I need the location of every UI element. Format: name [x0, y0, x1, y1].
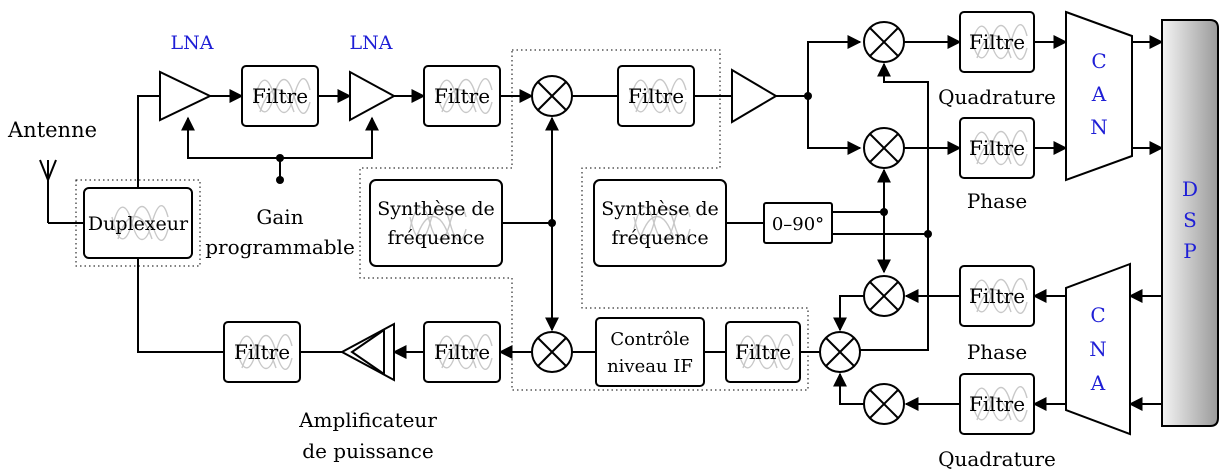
synth-label-line1: Synthèse de: [377, 198, 495, 220]
rx-wire: [137, 95, 160, 188]
if-label-line1: Contrôle: [610, 329, 689, 350]
synth-label-line2: fréquence: [387, 227, 484, 249]
frequency-synthesizer-2: Synthèse de fréquence: [593, 179, 727, 267]
mixer-icon: [531, 331, 573, 373]
lna-amplifier-2: [349, 70, 397, 122]
dac-letter: A: [1090, 371, 1106, 395]
filter-label: Filtre: [434, 340, 490, 364]
phase-label: Phase: [967, 340, 1027, 364]
dsp-block: D S P: [1161, 19, 1219, 427]
filter-label: Filtre: [969, 136, 1025, 160]
lna-label-2: LNA: [350, 32, 393, 54]
filter-block: Filtre: [241, 65, 319, 127]
if-label-line2: niveau IF: [607, 356, 693, 377]
filter-label: Filtre: [234, 340, 290, 364]
gain-control-wiring: [181, 116, 379, 184]
filter-block: Filtre: [617, 65, 695, 127]
dsp-letter: P: [1183, 239, 1196, 263]
phase-shifter-block: 0–90°: [763, 202, 833, 244]
antenna-label: Antenne: [7, 118, 97, 142]
filter-block: Filtre: [725, 321, 801, 383]
if-level-control-block: Contrôle niveau IF: [595, 317, 705, 387]
antenna-icon: [39, 159, 84, 224]
phase-label: Phase: [967, 189, 1027, 213]
dsp-letter: D: [1182, 177, 1198, 201]
mixer-icon: [863, 383, 905, 425]
filter-label: Filtre: [969, 30, 1025, 54]
filter-block: Filtre: [423, 65, 501, 127]
filter-block: Filtre: [959, 117, 1035, 179]
pa-label-line2: de puissance: [302, 439, 433, 463]
tx-wire: [137, 258, 224, 353]
filter-block: Filtre: [423, 321, 501, 383]
quadrature-label: Quadrature: [938, 447, 1056, 471]
duplexer-block: Duplexeur: [83, 187, 193, 259]
gain-label-line1: Gain: [256, 205, 303, 229]
if-amplifier: [731, 68, 778, 124]
mixer-icon: [819, 331, 861, 373]
synth-label-line1: Synthèse de: [601, 198, 719, 220]
mixer-icon: [531, 75, 573, 117]
dac-converter: C N A: [1065, 262, 1131, 436]
adc-letter: N: [1090, 115, 1108, 139]
dac-letter: N: [1089, 337, 1107, 361]
dsp-letter: S: [1183, 208, 1197, 232]
duplexer-group-outline: [75, 179, 201, 267]
filter-label: Filtre: [969, 284, 1025, 308]
power-amplifier: [339, 322, 395, 382]
duplexer-label: Duplexeur: [88, 213, 189, 235]
filter-label: Filtre: [735, 340, 791, 364]
mixer-icon: [863, 21, 905, 63]
filter-block: Filtre: [223, 321, 301, 383]
filter-label: Filtre: [969, 392, 1025, 416]
lna-label-1: LNA: [171, 32, 214, 54]
dac-letter: C: [1090, 303, 1105, 327]
filter-block: Filtre: [959, 11, 1035, 73]
filter-label: Filtre: [628, 84, 684, 108]
gain-label-line2: programmable: [205, 235, 355, 259]
quadrature-label: Quadrature: [938, 85, 1056, 109]
pa-label-line1: Amplificateur: [298, 408, 437, 432]
mixer-icon: [863, 127, 905, 169]
synth-label-line2: fréquence: [611, 227, 708, 249]
lna-amplifier-1: [159, 70, 213, 122]
adc-letter: C: [1091, 49, 1106, 73]
filter-block: Filtre: [959, 373, 1035, 435]
filter-block: Filtre: [959, 265, 1035, 327]
phase-shift-label: 0–90°: [772, 214, 824, 235]
adc-converter: C A N: [1065, 10, 1133, 182]
frequency-synthesizer-1: Synthèse de fréquence: [369, 179, 503, 267]
filter-label: Filtre: [434, 84, 490, 108]
filter-label: Filtre: [252, 84, 308, 108]
adc-letter: A: [1091, 82, 1107, 106]
mixer-icon: [863, 275, 905, 317]
